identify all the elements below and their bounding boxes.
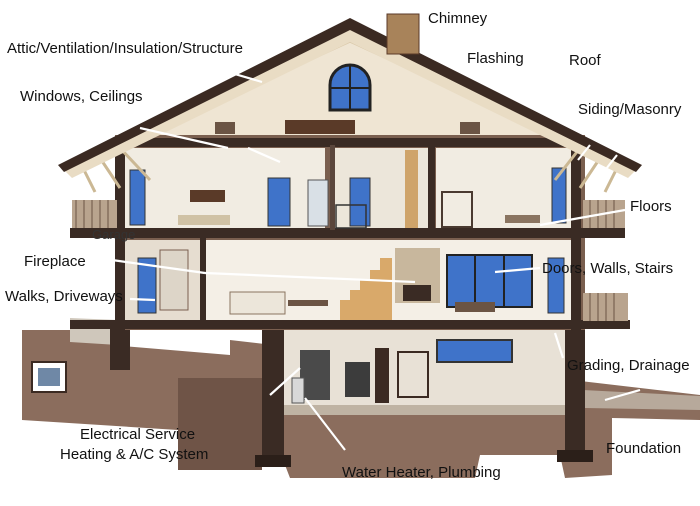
door-upper [307, 179, 329, 227]
window-main-right [547, 257, 565, 314]
wall-art [190, 190, 225, 202]
label-foundation: Foundation [606, 440, 682, 457]
upper-railing [335, 204, 367, 229]
column-inner-2 [428, 140, 435, 230]
bunk [441, 191, 473, 228]
window-upper-right [551, 167, 567, 224]
label-heating: Heating & A/C System [60, 446, 209, 463]
equipment [345, 362, 370, 397]
furnace [300, 350, 330, 400]
sofa [455, 302, 495, 312]
label-water-heater: Water Heater, Plumbing [342, 464, 501, 481]
shelving [397, 351, 429, 398]
label-walks: Walks, Driveways [5, 288, 123, 305]
chimney [386, 13, 420, 55]
label-windows-ceilings: Windows, Ceilings [20, 88, 143, 105]
basement-window-glass [38, 368, 60, 386]
basement-window-frame [31, 361, 67, 393]
attic-chair-left [215, 122, 235, 134]
window-upper-stair [349, 177, 371, 227]
dining-table [288, 300, 328, 306]
footing-right [557, 450, 593, 462]
label-siding: Siding/Masonry [578, 101, 682, 118]
label-roof: Roof [569, 52, 601, 69]
ground-right-slab [583, 390, 700, 410]
water-heater [291, 377, 305, 404]
floor-slab-top [120, 138, 585, 147]
label-fireplace: Fireplace [24, 253, 86, 270]
label-flashing: Flashing [467, 50, 524, 67]
stairs-upper [405, 150, 418, 228]
label-grading: Grading, Drainage [567, 357, 690, 374]
label-doors-walls-stairs: Doors, Walls, Stairs [542, 260, 674, 277]
pier-center [262, 325, 284, 465]
leader-lines [111, 70, 641, 451]
label-chimney: Chimney [428, 10, 488, 27]
fireplace-opening [403, 285, 431, 301]
kitchen-counter [229, 291, 286, 315]
label-floors: Floors [630, 198, 672, 215]
floor-slab-upper [70, 228, 625, 238]
pier-left [110, 320, 130, 370]
basement-door [375, 348, 389, 403]
basement-window [436, 339, 513, 363]
label-garage: Garage [92, 227, 136, 242]
column-inner-1 [200, 238, 206, 323]
upper-interior-right [436, 148, 571, 230]
column-left [115, 140, 125, 330]
garage-door-panel [159, 249, 189, 311]
stairs-main [340, 258, 392, 320]
floor-slab-main [70, 320, 630, 329]
desk-upper [505, 215, 540, 223]
footing-center [255, 455, 291, 467]
ground-shadow [178, 378, 262, 470]
deck-left-upper [72, 200, 117, 228]
label-electrical: Electrical Service [80, 426, 196, 443]
window-upper-left [129, 169, 146, 226]
attic-chair-right [460, 122, 480, 134]
pier-right [565, 325, 585, 455]
label-attic: Attic/Ventilation/Insulation/Structure [7, 40, 243, 57]
column-right [571, 140, 581, 330]
bed-upper [178, 215, 230, 225]
attic-bench [285, 120, 355, 134]
column-inner-3 [330, 145, 335, 230]
basement-floor [280, 405, 570, 415]
window-main-big [446, 254, 533, 308]
window-upper-mid [267, 177, 291, 227]
